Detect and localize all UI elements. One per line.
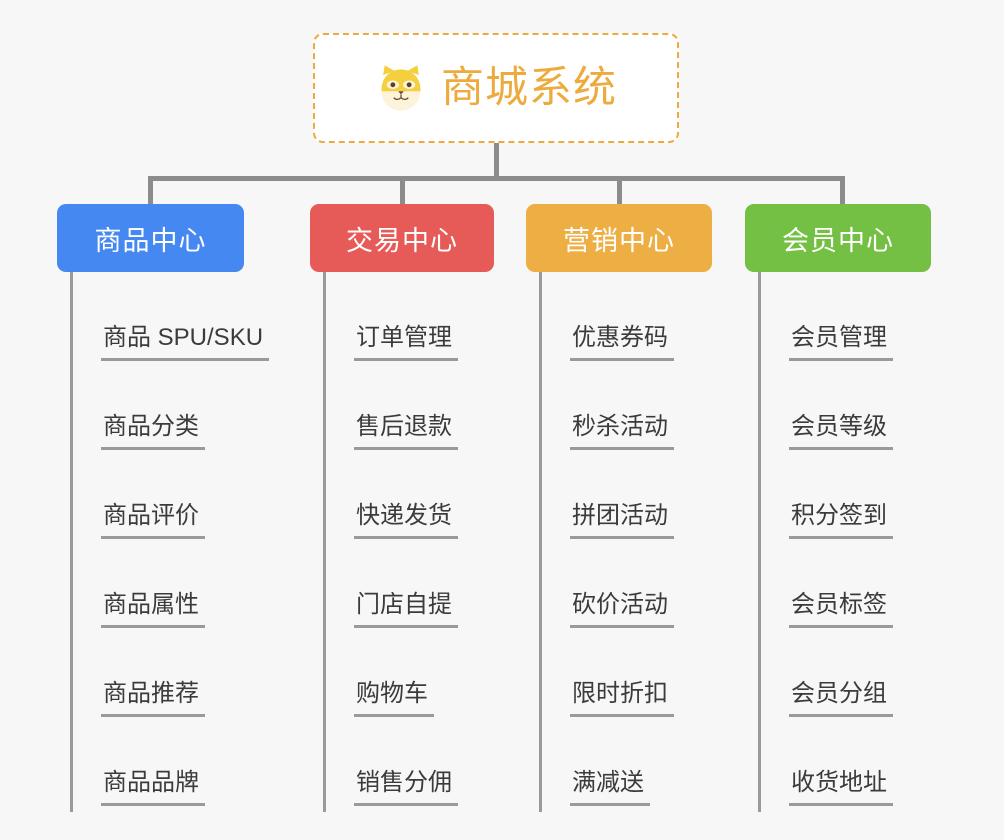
connector-horizontal-bus (148, 176, 845, 181)
leaf-list-3: 优惠券码 秒杀活动 拼团活动 砍价活动 限时折扣 满减送 (526, 272, 712, 806)
branch-label-4: 会员中心 (782, 225, 894, 256)
leaf-label: 满减送 (570, 769, 650, 806)
leaf-item[interactable]: 积分签到 (745, 450, 931, 539)
leaf-label: 商品属性 (101, 591, 205, 628)
connector-drop-3 (617, 176, 622, 206)
leaf-item[interactable]: 秒杀活动 (526, 361, 712, 450)
branch-spine-2 (323, 272, 326, 812)
leaf-label: 订单管理 (354, 324, 458, 361)
branch-spine-3 (539, 272, 542, 812)
leaf-item[interactable]: 销售分佣 (310, 717, 494, 806)
leaf-label: 会员分组 (789, 680, 893, 717)
connector-drop-2 (400, 176, 405, 206)
branch-product-center: 商品中心 商品 SPU/SKU 商品分类 商品评价 商品属性 商品推荐 商品品牌 (57, 204, 270, 812)
leaf-label: 门店自提 (354, 591, 458, 628)
leaf-label: 销售分佣 (354, 769, 458, 806)
leaf-label: 限时折扣 (570, 680, 674, 717)
branch-trade-center: 交易中心 订单管理 售后退款 快递发货 门店自提 购物车 销售分佣 (310, 204, 494, 812)
connector-root-stem (494, 143, 499, 179)
leaf-item[interactable]: 收货地址 (745, 717, 931, 806)
leaf-label: 优惠券码 (570, 324, 674, 361)
root-title: 商城系统 (441, 63, 617, 112)
branch-header-4[interactable]: 会员中心 (745, 204, 931, 272)
leaf-label: 砍价活动 (570, 591, 674, 628)
leaf-label: 会员等级 (789, 413, 893, 450)
branch-marketing-center: 营销中心 优惠券码 秒杀活动 拼团活动 砍价活动 限时折扣 满减送 (526, 204, 712, 812)
leaf-item[interactable]: 商品属性 (57, 539, 244, 628)
branch-label-3: 营销中心 (563, 225, 675, 256)
branch-header-2[interactable]: 交易中心 (310, 204, 494, 272)
branch-header-1[interactable]: 商品中心 (57, 204, 244, 272)
leaf-item[interactable]: 砍价活动 (526, 539, 712, 628)
leaf-item[interactable]: 会员管理 (745, 272, 931, 361)
leaf-item[interactable]: 商品分类 (57, 361, 244, 450)
leaf-list-1: 商品 SPU/SKU 商品分类 商品评价 商品属性 商品推荐 商品品牌 (57, 272, 270, 806)
leaf-label: 购物车 (354, 680, 434, 717)
leaf-item[interactable]: 快递发货 (310, 450, 494, 539)
leaf-item[interactable]: 优惠券码 (526, 272, 712, 361)
leaf-label: 积分签到 (789, 502, 893, 539)
leaf-item[interactable]: 商品 SPU/SKU (57, 272, 270, 361)
leaf-label: 会员标签 (789, 591, 893, 628)
branch-header-3[interactable]: 营销中心 (526, 204, 712, 272)
leaf-label: 商品分类 (101, 413, 205, 450)
shiba-dog-face-icon (381, 65, 421, 111)
leaf-item[interactable]: 商品评价 (57, 450, 244, 539)
leaf-label: 快递发货 (354, 502, 458, 539)
leaf-label: 拼团活动 (570, 502, 674, 539)
leaf-item[interactable]: 订单管理 (310, 272, 494, 361)
leaf-item[interactable]: 会员标签 (745, 539, 931, 628)
connector-drop-1 (148, 176, 153, 206)
leaf-item[interactable]: 购物车 (310, 628, 494, 717)
branch-spine-1 (70, 272, 73, 812)
branch-label-1: 商品中心 (94, 225, 207, 256)
leaf-label: 收货地址 (789, 769, 893, 806)
leaf-item[interactable]: 商品推荐 (57, 628, 244, 717)
leaf-label: 商品评价 (101, 502, 205, 539)
leaf-item[interactable]: 售后退款 (310, 361, 494, 450)
leaf-list-2: 订单管理 售后退款 快递发货 门店自提 购物车 销售分佣 (310, 272, 494, 806)
branch-member-center: 会员中心 会员管理 会员等级 积分签到 会员标签 会员分组 收货地址 (745, 204, 931, 812)
leaf-item[interactable]: 拼团活动 (526, 450, 712, 539)
leaf-item[interactable]: 门店自提 (310, 539, 494, 628)
leaf-label: 售后退款 (354, 413, 458, 450)
branch-label-2: 交易中心 (346, 225, 458, 256)
branch-spine-4 (758, 272, 761, 812)
leaf-label: 商品品牌 (101, 769, 205, 806)
leaf-item[interactable]: 会员等级 (745, 361, 931, 450)
leaf-label: 秒杀活动 (570, 413, 674, 450)
root-node[interactable]: 商城系统 (313, 33, 679, 143)
leaf-item[interactable]: 商品品牌 (57, 717, 244, 806)
leaf-item[interactable]: 会员分组 (745, 628, 931, 717)
leaf-label: 会员管理 (789, 324, 893, 361)
connector-drop-4 (840, 176, 845, 206)
leaf-item[interactable]: 满减送 (526, 717, 712, 806)
leaf-item[interactable]: 限时折扣 (526, 628, 712, 717)
leaf-label: 商品推荐 (101, 680, 205, 717)
leaf-label: 商品 SPU/SKU (101, 324, 270, 361)
leaf-list-4: 会员管理 会员等级 积分签到 会员标签 会员分组 收货地址 (745, 272, 931, 806)
